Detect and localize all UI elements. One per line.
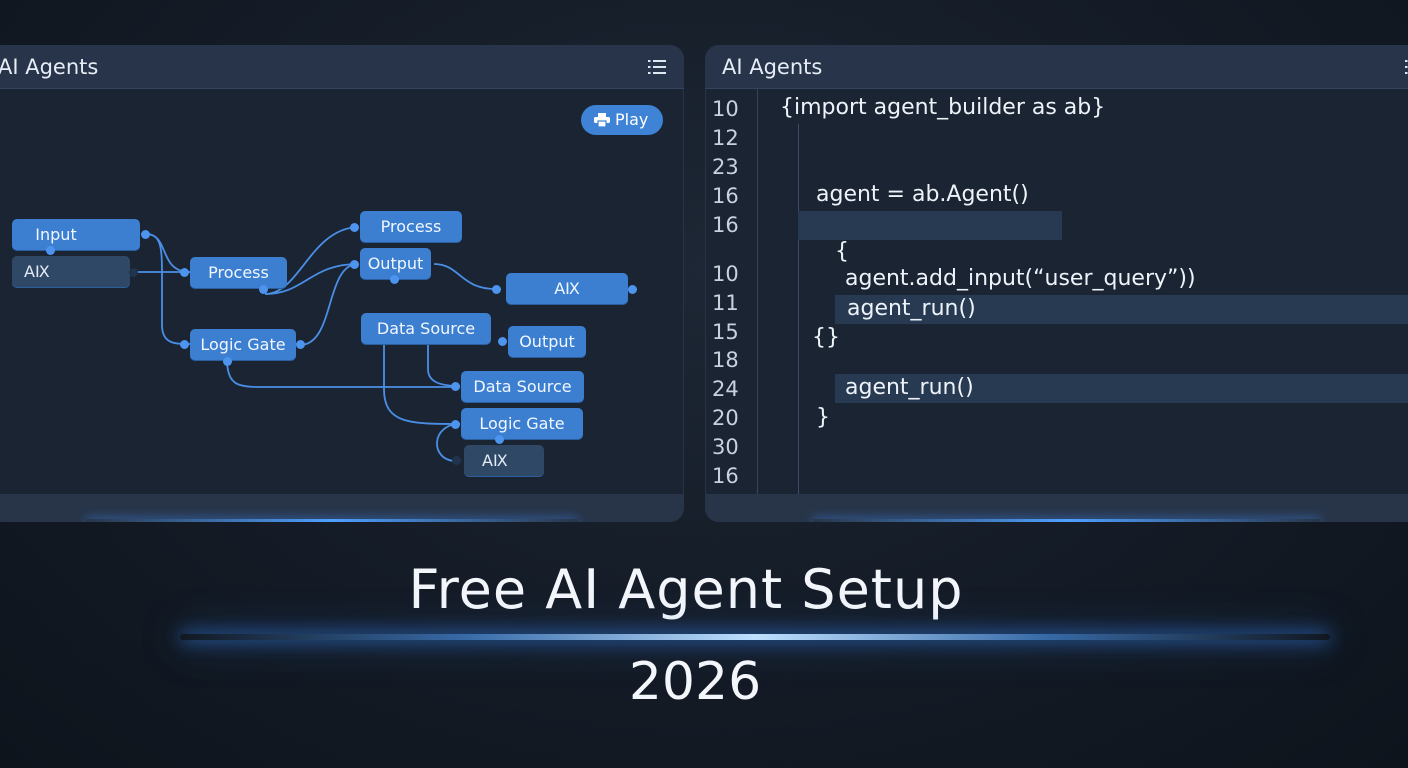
line-number: 15: [712, 320, 739, 344]
node-ax-2-label: AⅨ: [554, 279, 580, 298]
node-editor-statusbar: [0, 494, 684, 522]
code-editor-title: AI Agents: [722, 55, 823, 79]
glow-accent: [85, 519, 579, 522]
wire-process-process2: [264, 226, 359, 295]
code-editor-statusbar: [705, 494, 1408, 522]
node-data-source-1[interactable]: Data Source: [361, 313, 491, 344]
code-line: agent.add_input(“user_query”)): [845, 266, 1196, 291]
code-editor-panel: AI Agents 10 12 23 16 16 10 11 15 18 24 …: [705, 45, 1408, 522]
port-logic-gate-2-bottom[interactable]: [495, 435, 504, 444]
node-logic-gate-2-label: Logic Gate: [479, 414, 565, 433]
headline: Free AI Agent Setup: [408, 558, 964, 621]
wire-datasource-output: [427, 344, 461, 387]
node-editor-titlebar: AI Agents: [0, 45, 684, 89]
line-highlight: [835, 295, 1408, 324]
wire-input-logic: [145, 233, 191, 345]
wire-output-ax: [433, 263, 497, 290]
code-line: {import agent_builder as ab}: [780, 95, 1106, 120]
wire-process-output: [264, 263, 359, 295]
wire-input-process: [145, 233, 191, 273]
port-ax-2-out[interactable]: [628, 285, 637, 294]
node-process-1[interactable]: Process: [190, 257, 287, 288]
port-logic-gate-2-in[interactable]: [451, 420, 460, 429]
code-line: agent_run(): [845, 375, 974, 400]
port-logic-gate-1-in[interactable]: [180, 340, 189, 349]
line-highlight: [835, 374, 1408, 403]
node-input-label: Input: [35, 225, 77, 244]
node-ax-3[interactable]: AⅨ: [464, 445, 544, 476]
line-number: 11: [712, 291, 739, 315]
node-process-2[interactable]: Process: [360, 211, 462, 242]
glow-divider: [180, 634, 1330, 640]
list-menu-icon[interactable]: [648, 59, 666, 75]
line-number: 16: [712, 213, 739, 237]
year-label: 2026: [628, 652, 762, 712]
node-ax-1[interactable]: AⅨ: [12, 256, 130, 287]
node-canvas[interactable]: Input AⅨ Process Process Output AⅨ Logic…: [0, 89, 684, 494]
node-editor-panel: AI Agents Play: [0, 45, 684, 522]
code-line: }: [816, 405, 830, 430]
line-number-gutter: 10 12 23 16 16 10 11 15 18 24 20 30 16: [705, 89, 758, 494]
node-input[interactable]: Input: [12, 219, 140, 250]
node-logic-gate-2[interactable]: Logic Gate: [461, 408, 583, 439]
line-highlight: [798, 211, 1062, 240]
node-data-source-2[interactable]: Data Source: [461, 371, 584, 402]
port-data-source-2-in[interactable]: [451, 382, 460, 391]
code-editor-titlebar: AI Agents: [705, 45, 1408, 89]
port-process-1-out[interactable]: [259, 285, 268, 294]
node-ax-2[interactable]: AⅨ: [506, 273, 628, 304]
line-number: 16: [712, 184, 739, 208]
node-output-1-label: Output: [367, 254, 424, 273]
line-number: 10: [712, 97, 739, 121]
line-number: 18: [712, 348, 739, 372]
node-process-1-label: Process: [208, 263, 269, 282]
port-ax-2-in[interactable]: [492, 285, 501, 294]
line-number: 24: [712, 377, 739, 401]
line-number: 12: [712, 126, 739, 150]
indent-guide: [798, 124, 799, 494]
port-process-2-in[interactable]: [350, 223, 359, 232]
port-output-1-bottom[interactable]: [390, 275, 399, 284]
node-editor-title: AI Agents: [0, 55, 99, 79]
list-menu-icon[interactable]: [1405, 59, 1408, 75]
node-data-source-2-label: Data Source: [473, 377, 572, 396]
line-number: 20: [712, 406, 739, 430]
play-label: Play: [615, 110, 649, 129]
node-output-2-label: Output: [519, 332, 575, 351]
port-input-bottom[interactable]: [46, 246, 55, 255]
port-ax-3-in[interactable]: [452, 456, 461, 465]
port-ax-1-out[interactable]: [129, 268, 138, 277]
port-process-1-in[interactable]: [180, 268, 189, 277]
line-number: 16: [712, 464, 739, 488]
node-connections: [134, 226, 497, 462]
port-logic-gate-1-bottom[interactable]: [223, 357, 232, 366]
port-output-1-in[interactable]: [350, 260, 359, 269]
code-line: {: [835, 239, 849, 264]
code-line: agent = ab.Agent(): [816, 182, 1029, 207]
wire-logic-output: [299, 263, 359, 346]
node-process-2-label: Process: [380, 217, 442, 236]
line-number: 30: [712, 435, 739, 459]
code-line: agent_run(): [847, 296, 976, 321]
node-logic-gate-1[interactable]: Logic Gate: [190, 329, 296, 360]
port-logic-gate-1-out[interactable]: [296, 340, 305, 349]
node-ax-3-label: AⅨ: [482, 451, 508, 470]
node-logic-gate-1-label: Logic Gate: [200, 335, 286, 354]
node-ax-1-label: AⅨ: [24, 262, 50, 281]
line-number: 10: [712, 262, 739, 286]
line-number: 23: [712, 155, 739, 179]
code-line: {}: [812, 325, 840, 350]
node-output-2[interactable]: Output: [508, 326, 586, 357]
printer-icon: [594, 113, 610, 127]
play-button[interactable]: Play: [581, 105, 663, 135]
wire-datasource-logic: [383, 344, 461, 425]
node-output-1[interactable]: Output: [360, 248, 431, 279]
node-data-source-1-label: Data Source: [376, 319, 476, 338]
glow-accent: [813, 519, 1320, 522]
code-area[interactable]: {import agent_builder as ab} agent = ab.…: [758, 89, 1408, 494]
port-input-out[interactable]: [141, 230, 150, 239]
port-output-2-in[interactable]: [498, 337, 507, 346]
wire-logic-datasource: [226, 363, 460, 388]
